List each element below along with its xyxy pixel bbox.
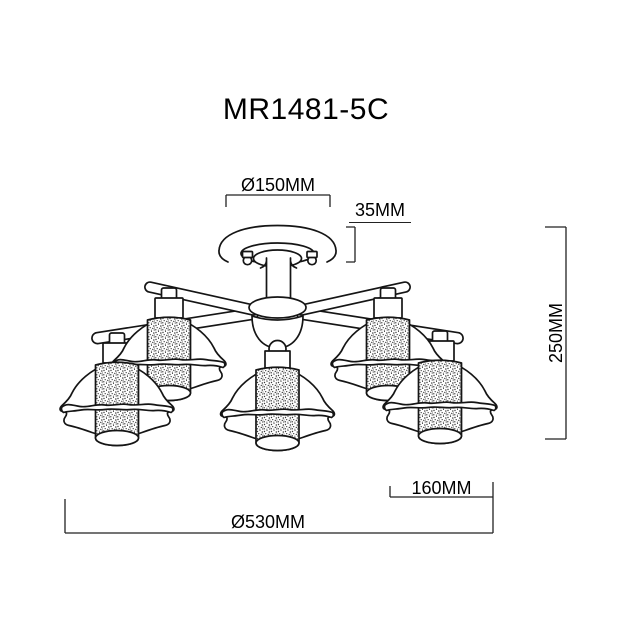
stem — [259, 256, 298, 299]
dim-line-canopy-height — [346, 226, 356, 263]
dim-label-overall-height: 250MM — [546, 302, 566, 364]
dim-line-overall-height — [545, 226, 567, 440]
dim-line-overall-diameter — [64, 482, 494, 534]
dim-label-shade-section: 160MM — [411, 478, 472, 498]
center-socket — [264, 350, 291, 369]
canopy-screw-right — [306, 250, 318, 266]
dim-line-canopy-diameter — [225, 194, 331, 207]
dim-line-shade-section — [389, 486, 493, 498]
product-model-title: MR1481-5C — [222, 93, 390, 126]
dim-label-canopy-height: 35MM — [349, 200, 411, 223]
canopy-screw-left — [241, 250, 254, 266]
lamp-center — [219, 366, 336, 452]
dim-label-overall-diameter: Ø530MM — [230, 512, 306, 532]
dimension-lines — [64, 194, 567, 534]
central-hub — [248, 296, 307, 369]
dim-label-canopy-diameter: Ø150MM — [240, 175, 316, 195]
chandelier-drawing — [59, 224, 498, 452]
